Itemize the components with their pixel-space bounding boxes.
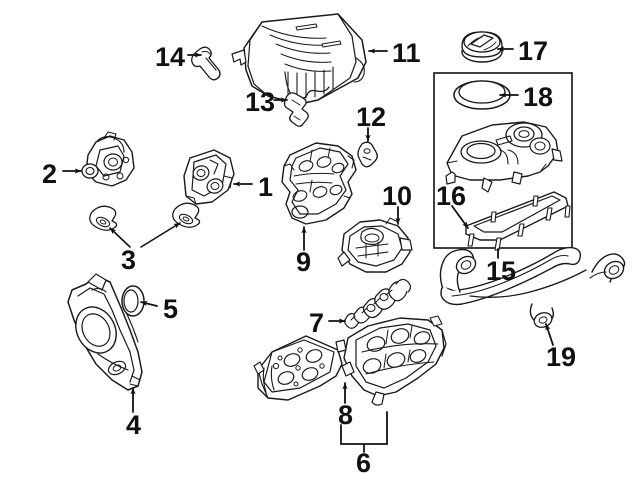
callout-17: 17 — [518, 36, 548, 66]
callout-5: 5 — [163, 294, 178, 324]
part-timing-chain — [344, 278, 412, 329]
callout-9: 9 — [296, 247, 311, 277]
callout-1: 1 — [258, 172, 273, 202]
part-valve-cover — [445, 121, 563, 193]
callout-19: 19 — [546, 342, 576, 372]
callout-14: 14 — [155, 42, 185, 72]
part-intake-manifold-lower — [337, 217, 413, 273]
part-timing-chain-cover — [67, 273, 143, 391]
callout-7: 7 — [309, 308, 324, 338]
part-hose-connector — [283, 92, 309, 127]
part-oil-filler-cap-seal — [453, 80, 511, 110]
part-crankshaft-front-seal — [121, 285, 145, 317]
callout-16: 16 — [436, 181, 466, 211]
callout-11: 11 — [392, 38, 421, 68]
callout-3: 3 — [121, 245, 136, 275]
valve-cover-group-box — [433, 72, 573, 249]
part-oil-filler-cap — [461, 31, 503, 63]
part-camshaft-bearing-cap — [183, 149, 235, 205]
part-bracket-clip — [357, 141, 378, 168]
part-oil-pump — [81, 131, 135, 187]
leader-lines — [62, 46, 554, 453]
part-engine-appearance-cover — [231, 13, 367, 105]
callout-labels: 1 2 3 4 5 6 7 8 9 10 11 12 13 14 15 16 1… — [42, 36, 576, 478]
part-intake-manifold-upper — [281, 142, 357, 225]
part-cylinder-head-right — [335, 315, 447, 406]
part-cylinder-head-left — [253, 335, 343, 401]
callout-10: 10 — [382, 181, 412, 211]
callout-18: 18 — [523, 82, 553, 112]
part-valve-stem-seal-right — [172, 202, 201, 228]
part-pcv-valve — [191, 46, 221, 81]
part-valve-cover-gasket — [465, 191, 571, 251]
callout-15: 15 — [486, 256, 516, 286]
callout-13: 13 — [245, 87, 275, 117]
part-valve-stem-seal-left — [89, 205, 118, 231]
callout-2: 2 — [42, 159, 57, 189]
callout-12: 12 — [356, 102, 386, 132]
callout-6: 6 — [356, 448, 371, 478]
callout-8: 8 — [338, 400, 353, 430]
part-coolant-hose-assembly — [439, 246, 626, 328]
callout-4: 4 — [126, 410, 141, 440]
